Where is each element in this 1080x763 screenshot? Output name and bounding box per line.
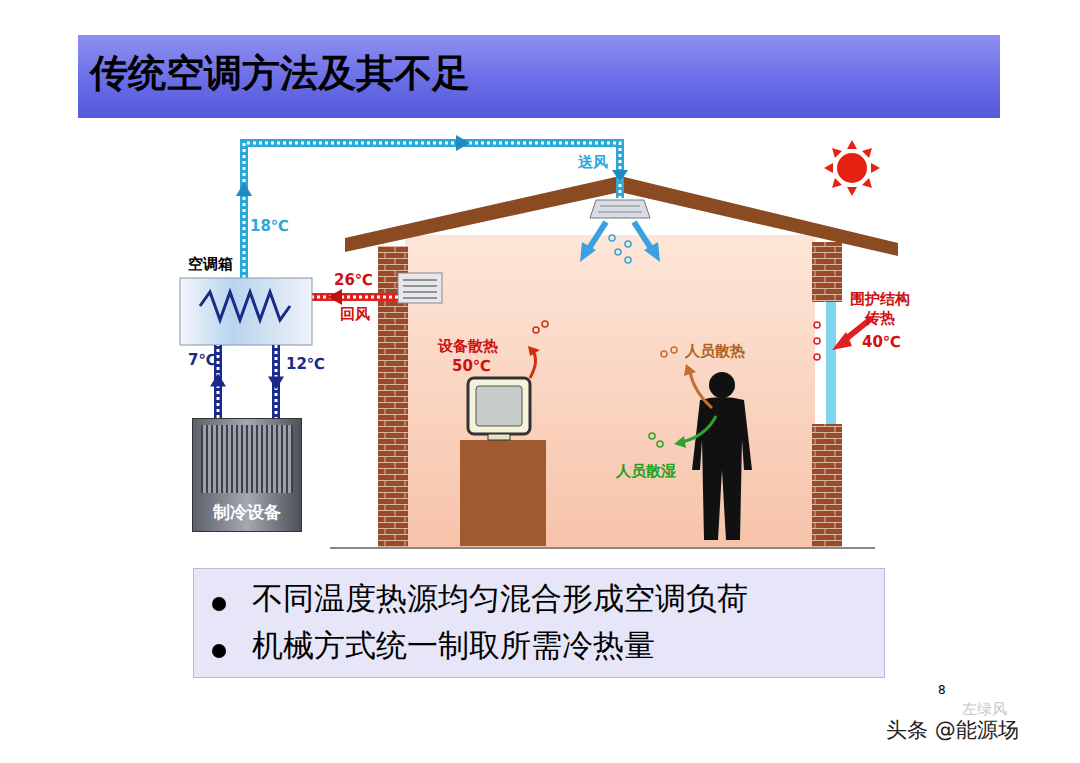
page-number: 8 <box>938 684 946 698</box>
bullet-text: 不同温度热源均匀混合形成空调负荷 <box>252 581 748 617</box>
ahu-box: 空调箱 <box>180 278 312 345</box>
chiller-label: 制冷设备 <box>193 503 301 523</box>
slide-title: 传统空调方法及其不足 <box>90 52 470 96</box>
temperature-label: 40℃ <box>862 334 901 351</box>
chiller-unit: 制冷设备 <box>192 418 302 532</box>
flow-label: 送风 <box>578 154 608 171</box>
bullet-dot <box>212 597 226 611</box>
heat-source-label: 设备散热 <box>438 338 498 355</box>
temperature-label: 18℃ <box>250 218 289 235</box>
watermark: 头条 @能源场 <box>886 718 1019 742</box>
moisture-label: 人员散湿 <box>616 463 676 480</box>
temperature-label: 50℃ <box>452 358 491 375</box>
summary-box: 不同温度热源均匀混合形成空调负荷机械方式统一制取所需冷热量 <box>193 568 885 678</box>
temperature-label: 12℃ <box>286 356 325 373</box>
bullet-dot <box>212 644 226 658</box>
chiller-grille <box>201 425 293 493</box>
bullet-text: 机械方式统一制取所需冷热量 <box>252 628 655 664</box>
flow-label: 回风 <box>340 306 370 323</box>
ahu-heading: 空调箱 <box>188 256 233 273</box>
watermark: 左绿风 <box>962 701 1007 718</box>
temperature-label: 26℃ <box>334 272 373 289</box>
temperature-label: 7℃ <box>188 352 217 369</box>
heat-source-label: 人员散热 <box>685 343 745 360</box>
pipe-connector <box>268 345 284 418</box>
heat-source-label: 围护结构 传热 <box>848 290 912 328</box>
